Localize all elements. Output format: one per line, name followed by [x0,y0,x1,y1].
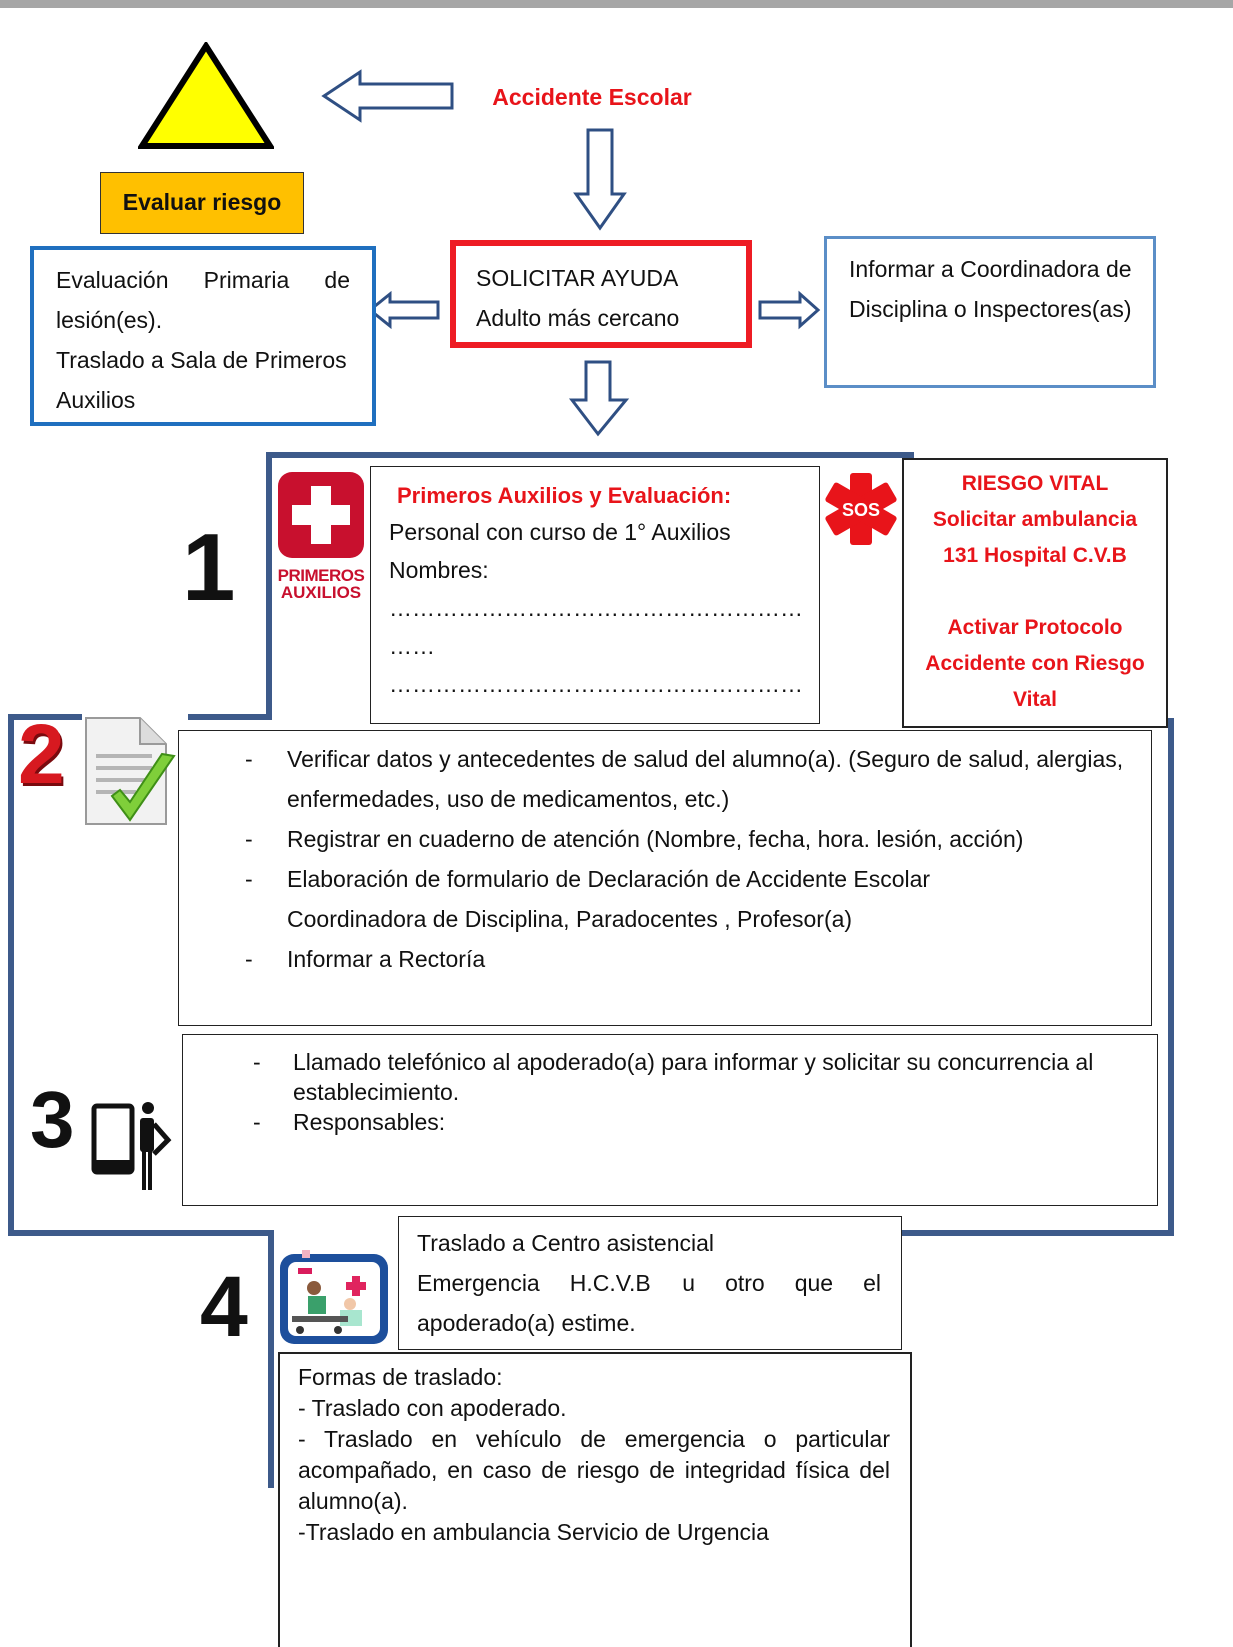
informar-box: Informar a Coordinadora de Disciplina o … [824,236,1156,388]
step3-item-1: - Llamado telefónico al apoderado(a) par… [183,1047,1157,1107]
step2-item-1-b: enfermedades, uso de medicamentos, etc.) [287,786,730,812]
arrow-down-icon [573,128,627,231]
evaluacion-word-1: Evaluación [56,267,169,293]
primeros-icon-text-1: PRIMEROS [277,566,365,585]
sos-text: SOS [842,500,880,520]
step2-dash-2: - [245,826,253,852]
step2-dash-3: - [245,866,253,892]
evaluacion-line3: Traslado a Sala de Primeros [56,347,347,373]
traslado-word-5: que [794,1270,834,1296]
red-cross-icon [278,472,364,558]
riesgo-line5: Accidente con Riesgo [925,652,1145,675]
evaluacion-line1: Evaluación Primaria de [56,260,350,300]
ambulance-transfer-icon [280,1250,388,1344]
primeros-auxilios-heading: Primeros Auxilios y Evaluación: [397,483,732,508]
riesgo-line2: Solicitar ambulancia [932,508,1138,531]
step2-item-3-a: Elaboración de formulario de Declaración… [287,866,931,892]
step2-item-2: - Registrar en cuaderno de atención (Nom… [179,819,1151,859]
step3-item-2-a: Responsables: [293,1109,446,1135]
evaluar-riesgo-label: Evaluar riesgo [100,172,304,234]
primeros-dots-3: ……………………………………………… [389,671,803,697]
riesgo-line6: Vital [1013,688,1057,711]
traslado-box: Traslado a Centro asistencial Emergencia… [398,1216,902,1350]
phone-person-icon [91,1102,172,1190]
formas-line3: -Traslado en ambulancia Servicio de Urge… [298,1519,769,1545]
frame-line-step1-top [266,452,914,458]
riesgo-vital-box: RIESGO VITAL Solicitar ambulancia 131 Ho… [902,458,1168,728]
formas-title: Formas de traslado: [298,1364,503,1390]
traslado-line2: Emergencia H.C.V.B u otro que el [417,1263,881,1303]
step2-item-3-b: Coordinadora de Disciplina, Paradocentes… [287,906,853,932]
traslado-word-3: u [682,1270,696,1296]
primeros-icon-text-2: AUXILIOS [280,583,362,602]
primeros-auxilios-icon: PRIMEROS AUXILIOS [274,470,368,602]
traslado-word-2: H.C.V.B [569,1270,651,1296]
step2-item-2-a: Registrar en cuaderno de atención (Nombr… [287,826,1024,852]
sos-star-icon: SOS [825,473,897,545]
frame-line-bottom-right [900,1230,1174,1236]
frame-line-left [8,714,14,1236]
primeros-line2: Nombres: [389,557,489,583]
step2-item-3: - Elaboración de formulario de Declaraci… [179,859,1151,939]
document-check-icon [85,717,176,825]
step-4-number: 4 [200,1259,248,1355]
evaluacion-primaria-box: Evaluación Primaria de lesión(es). Trasl… [30,246,376,426]
step3-item-1-b: establecimiento. [293,1079,460,1105]
arrow-left-icon [321,69,454,123]
frame-line-step2-topmid [188,714,272,720]
step2-dash-4: - [245,946,253,972]
step2-item-4-a: Informar a Rectoría [287,946,486,972]
frame-line-step4-left [268,1230,274,1488]
step3-dash-1: - [253,1049,261,1075]
solicitar-line1: SOLICITAR AYUDA [476,265,679,291]
evaluacion-line2: lesión(es). [56,307,163,333]
primeros-auxilios-box: Primeros Auxilios y Evaluación: Personal… [370,466,820,724]
traslado-word-4: otro [725,1270,765,1296]
formas-line1: - Traslado con apoderado. [298,1395,567,1421]
frame-line-step2-topleft [8,714,82,720]
step3-item-2: - Responsables: [183,1107,1157,1137]
solicitar-line2: Adulto más cercano [476,305,680,331]
step2-dash-1: - [245,746,253,772]
traslado-line3: apoderado(a) estime. [417,1310,636,1336]
primeros-dots-1: ……………………………………………… [389,595,803,621]
step-3-number: 3 [30,1075,75,1164]
riesgo-line1: RIESGO VITAL [961,472,1109,495]
traslado-line1: Traslado a Centro asistencial [417,1230,715,1256]
primeros-line1: Personal con curso de 1° Auxilios [389,519,731,545]
step-2-box: - Verificar datos y antecedentes de salu… [178,730,1152,1026]
evaluacion-word-3: de [324,267,350,293]
traslado-word-6: el [863,1270,881,1296]
step2-item-4: - Informar a Rectoría [179,939,1151,979]
evaluacion-word-2: Primaria [203,267,290,293]
step2-item-1: - Verificar datos y antecedentes de salu… [179,739,1151,819]
diagram-title: Accidente Escolar [492,84,692,110]
riesgo-line4: Activar Protocolo [947,616,1123,639]
step-3-box: - Llamado telefónico al apoderado(a) par… [182,1034,1158,1206]
riesgo-line3: 131 Hospital C.V.B [943,544,1127,567]
formas-line2: - Traslado en vehículo de emergencia o p… [298,1426,890,1514]
evaluacion-line4: Auxilios [56,387,136,413]
frame-line-bottom-left [8,1230,274,1236]
frame-line-right [1168,718,1174,1236]
step-1-number: 1 [182,514,236,621]
solicitar-ayuda-box: SOLICITAR AYUDA Adulto más cercano [450,240,752,348]
warning-triangle-icon [138,42,274,149]
step-2-number: 2 [18,707,65,801]
step3-item-1-a: Llamado telefónico al apoderado(a) para … [293,1049,1094,1075]
frame-line-step1-left [266,452,272,720]
formas-traslado-box: Formas de traslado: - Traslado con apode… [278,1352,912,1647]
traslado-word-1: Emergencia [417,1270,540,1296]
primeros-dots-2: …… [389,633,435,659]
arrow-down-2-icon [568,360,630,437]
informar-line1: Informar a Coordinadora de [849,256,1132,282]
arrow-left-small-icon [367,290,440,330]
arrow-right-small-icon [758,290,821,330]
informar-line2: Disciplina o Inspectores(as) [849,296,1132,322]
top-rule [0,0,1233,8]
step2-item-1-a: Verificar datos y antecedentes de salud … [287,746,1124,772]
step3-dash-2: - [253,1109,261,1135]
